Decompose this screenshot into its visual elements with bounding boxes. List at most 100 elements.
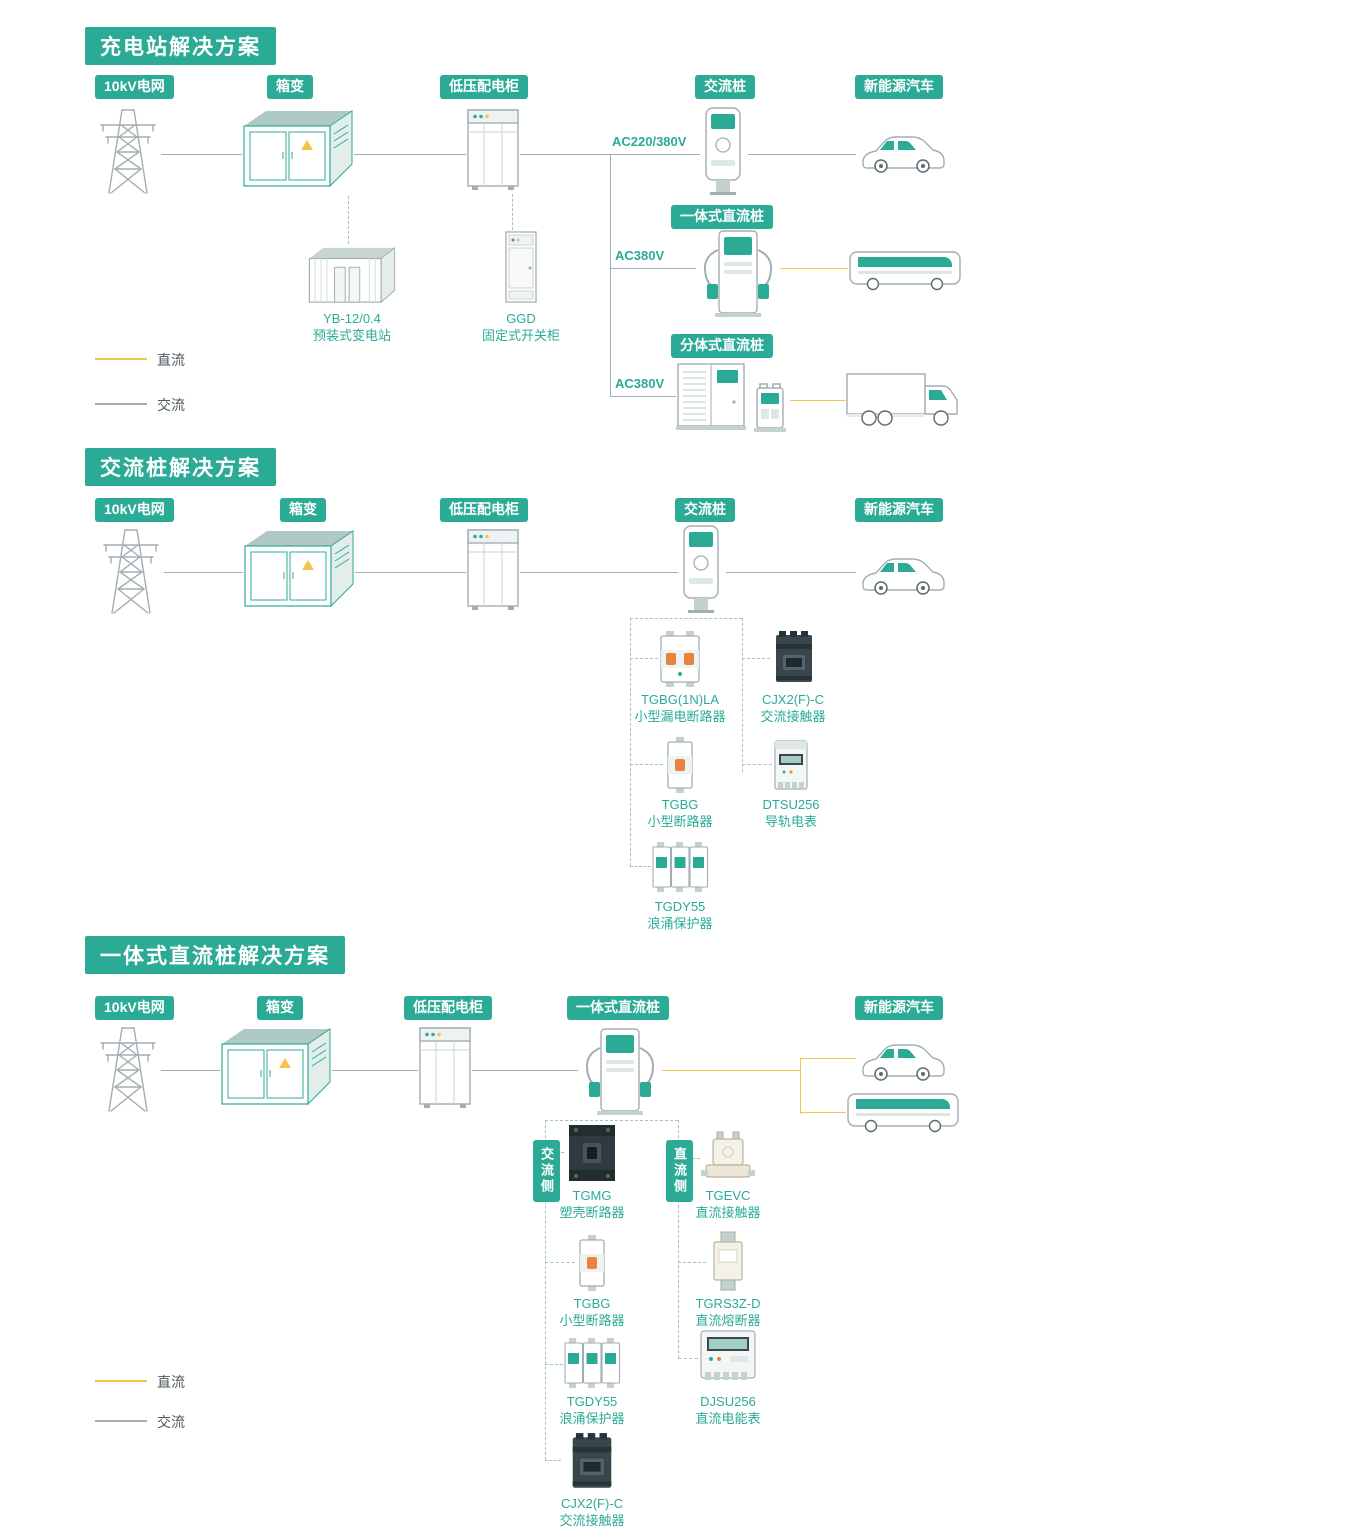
component-label: TGEVC 直流接触器 [658,1188,798,1222]
dashed-connector [630,764,663,765]
transmission-tower-icon [98,526,164,614]
legend-ac-line [95,1420,147,1422]
label-ev: 新能源汽车 [855,498,943,522]
badge-ac-side: 交流侧 [533,1140,560,1202]
component-name: YB-12/0.4 [323,311,381,326]
dashed-connector [742,658,770,659]
ggd-cabinet-icon [504,230,538,306]
ac-line [164,572,243,573]
label-box-transformer: 箱变 [257,996,303,1020]
mccb-breaker-icon [564,1122,620,1184]
component-desc: 导轨电表 [764,813,817,829]
component-desc: 塑壳断路器 [559,1204,625,1220]
label-10kv-grid: 10kV电网 [95,498,174,522]
integrated-dc-pile-icon [696,226,780,318]
dc-line [800,1058,801,1114]
ev-bus-icon [848,248,962,292]
dashed-connector [545,1262,575,1263]
dashed-connector [348,196,349,244]
legend-dc-line [95,358,147,360]
component-label: TGBG(1N)LA 小型漏电断路器 [610,692,750,726]
dashed-connector [630,658,658,659]
lv-cabinet-icon [466,528,520,612]
dashed-connector [742,618,743,772]
component-desc: 浪涌保护器 [559,1410,625,1426]
dashed-connector [545,1460,561,1461]
legend-ac-label: 交流 [157,1414,185,1430]
component-desc: 直流接触器 [695,1204,761,1220]
dashed-connector [678,1120,679,1358]
split-dc-dispenser-icon [750,380,790,434]
voltage-label-main: AC220/380V [612,134,687,149]
label-ev: 新能源汽车 [855,75,943,99]
component-name: DTSU256 [762,797,820,812]
badge-integrated-dc-pile: 一体式直流桩 [671,205,773,229]
component-desc: 直流熔断器 [695,1312,761,1328]
component-name: TGEVC [705,1188,751,1203]
dashed-connector [545,1120,546,1460]
product-label-yb: YB-12/0.4 预装式变电站 [282,311,422,345]
dashed-connector [630,618,631,866]
ac-line [520,572,678,573]
ac-line [355,572,466,573]
dashed-connector [630,618,742,619]
legend-ac-line [95,403,147,405]
component-name: TGBG [661,797,699,812]
component-label: TGBG 小型断路器 [522,1296,662,1330]
legend-dc-label: 直流 [157,352,185,368]
component-desc: 小型断路器 [559,1312,625,1328]
legend-dc-label: 直流 [157,1374,185,1390]
component-name: TGDY55 [654,899,706,914]
section-title: 充电站解决方案 [85,27,276,65]
surge-protector-icon [563,1336,621,1390]
component-name: TGRS3Z-D [695,1296,761,1311]
ac-line [161,154,242,155]
component-name: TGDY55 [566,1394,618,1409]
component-desc: 固定式开关柜 [481,327,560,343]
ac-line [332,1070,418,1071]
ac-contactor-icon [770,630,818,686]
dc-line [780,268,848,269]
dc-contactor-icon [700,1130,756,1184]
component-name: DJSU256 [700,1394,756,1409]
ev-car-icon [856,128,948,176]
split-dc-cabinet-icon [676,362,746,432]
badge-dc-side: 直流侧 [666,1140,693,1202]
component-label: TGRS3Z-D 直流熔断器 [658,1296,798,1330]
component-label: TGDY55 浪涌保护器 [610,899,750,933]
mini-breaker-icon [575,1234,609,1292]
component-label: TGBG 小型断路器 [610,797,750,831]
ac-pile-icon [700,104,748,196]
mini-breaker-icon [663,736,697,794]
badge-split-dc-pile: 分体式直流桩 [671,334,773,358]
dc-meter-icon [698,1328,758,1384]
dashed-connector [545,1120,678,1121]
dashed-connector [678,1262,706,1263]
ac-line [748,154,856,155]
integrated-dc-pile-icon [578,1024,662,1116]
dc-line [800,1058,856,1059]
dashed-connector [545,1364,563,1365]
component-desc: 小型断路器 [647,813,713,829]
transmission-tower-icon [95,106,161,194]
product-label-ggd: GGD 固定式开关柜 [451,311,591,345]
component-label: DJSU256 直流电能表 [658,1394,798,1428]
box-transformer-icon [243,522,355,614]
section-title: 一体式直流桩解决方案 [85,936,345,974]
component-label: CJX2(F)-C 交流接触器 [522,1496,662,1530]
dashed-connector [742,764,772,765]
prefab-substation-icon [307,244,397,306]
leakage-breaker-icon [658,630,702,688]
ac-branch-line [610,154,611,396]
ac-line [161,1070,220,1071]
label-lv-cabinet: 低压配电柜 [404,996,492,1020]
ac-contactor-icon [566,1432,618,1492]
component-label: TGDY55 浪涌保护器 [522,1394,662,1428]
component-label: DTSU256 导轨电表 [721,797,861,831]
dc-line [800,1112,846,1113]
label-ev: 新能源汽车 [855,996,943,1020]
ac-line [610,396,676,397]
lv-cabinet-icon [466,108,520,192]
label-box-transformer: 箱变 [280,498,326,522]
legend-dc-line [95,1380,147,1382]
